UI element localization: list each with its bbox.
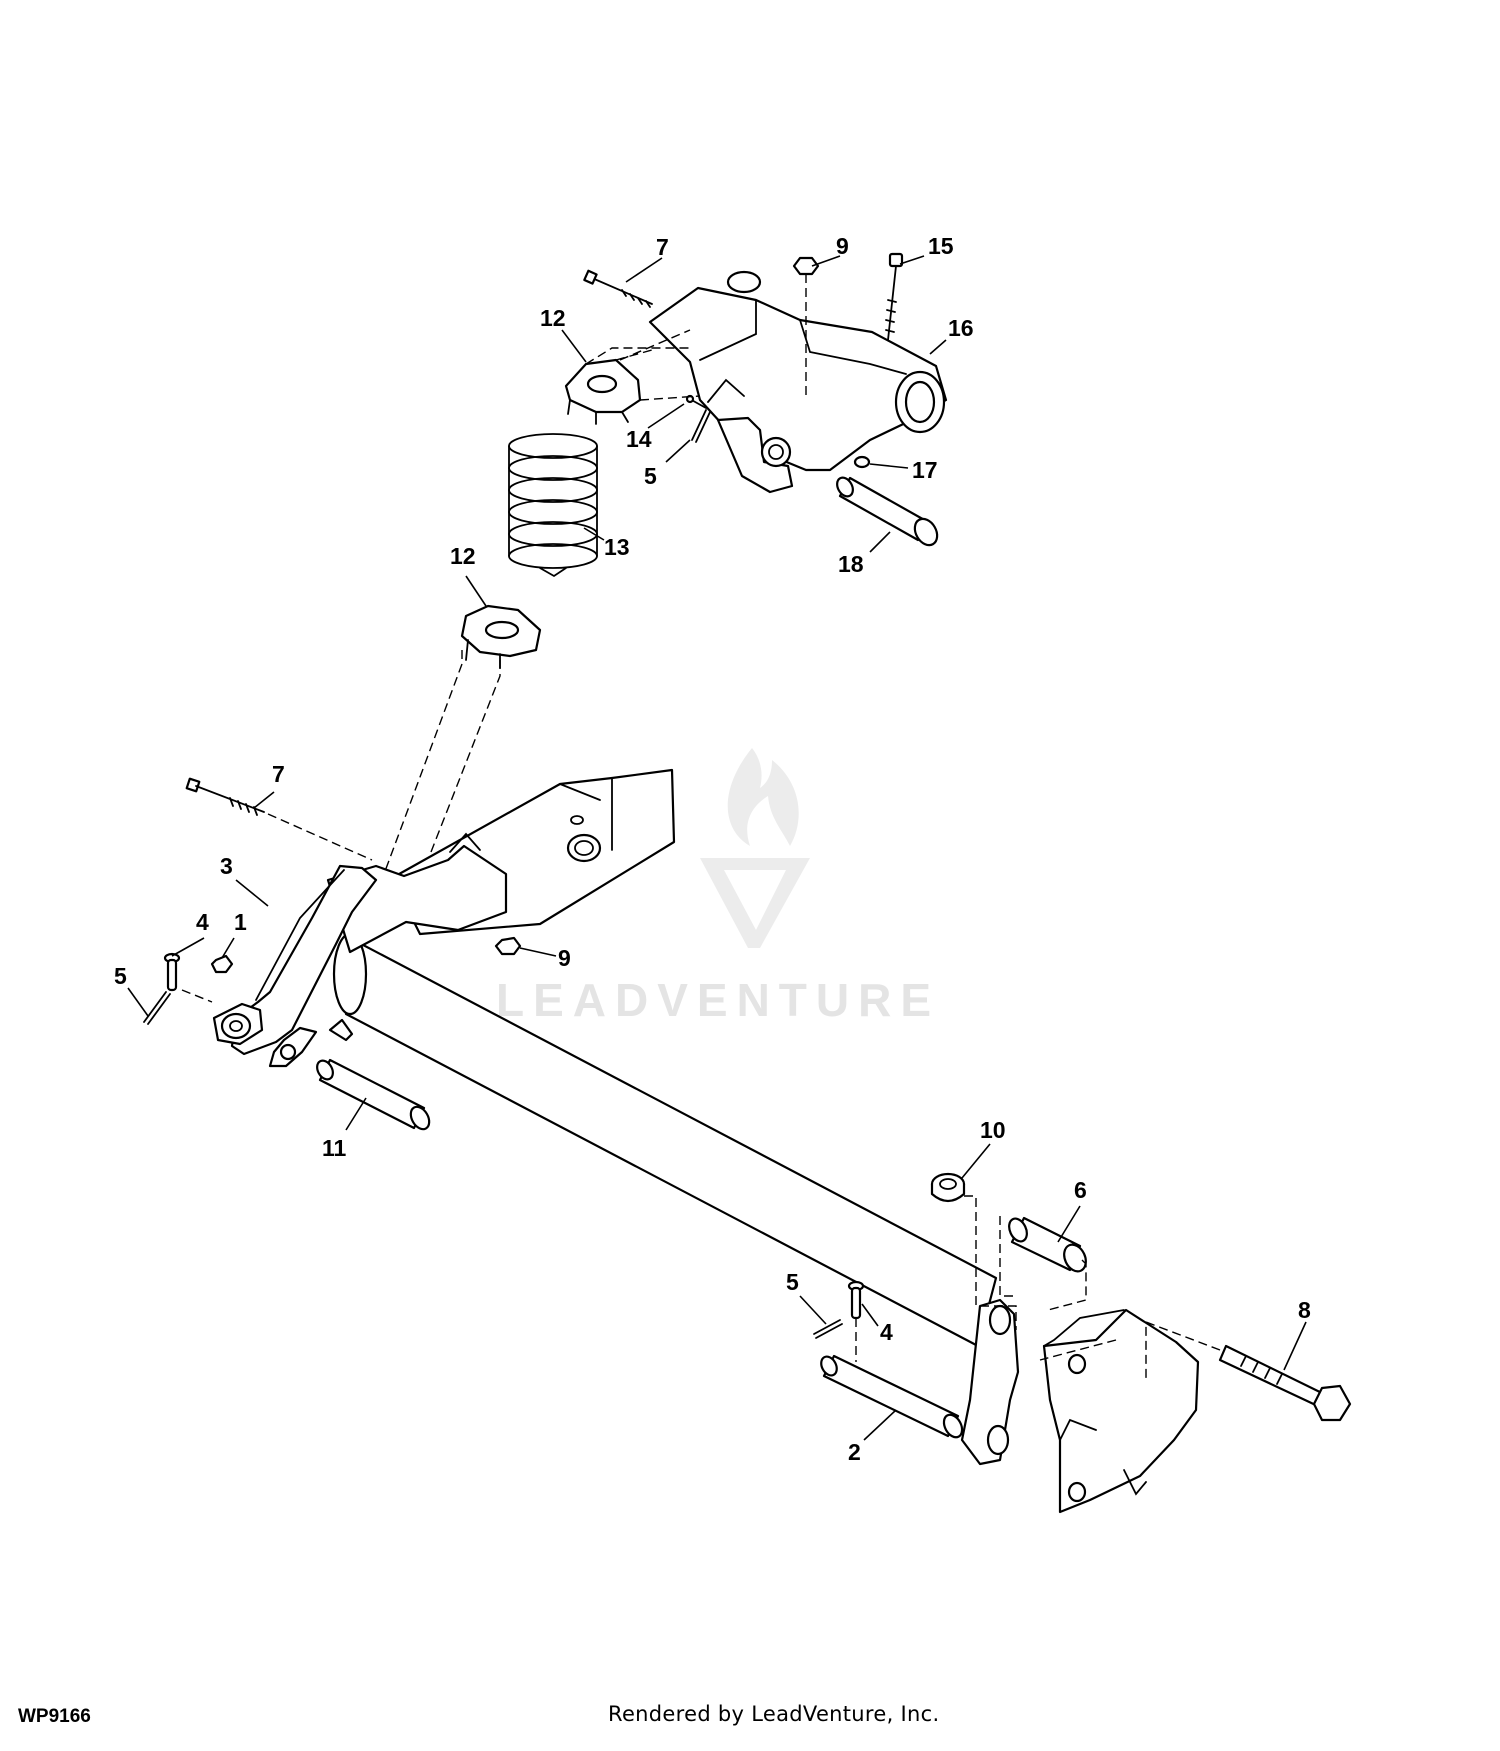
bushing-10 xyxy=(930,1172,966,1203)
callout-14: 14 xyxy=(626,426,652,452)
cotter-pin-5-right xyxy=(813,1319,843,1339)
pin-11 xyxy=(316,1058,431,1131)
callout-4-right: 4 xyxy=(880,1319,893,1345)
callout-12-top: 12 xyxy=(540,305,566,331)
pin-2 xyxy=(820,1354,964,1439)
bolt-15 xyxy=(885,252,904,341)
bolt-7-top xyxy=(583,269,653,308)
callout-labels: 7 9 15 16 12 14 5 17 13 18 12 7 3 4 1 5 … xyxy=(114,233,1311,1465)
spring-seat-alignment-lines xyxy=(383,650,501,881)
bolt-8-path xyxy=(1039,1320,1221,1380)
v-logo-icon xyxy=(700,858,810,948)
callout-7-left: 7 xyxy=(272,761,285,787)
render-credit: Rendered by LeadVenture, Inc. xyxy=(608,1702,940,1726)
spring-seat-12-top xyxy=(564,329,701,425)
nut-9-top xyxy=(792,256,820,276)
spacer-6-path xyxy=(999,1216,1087,1311)
leadventure-watermark: LEADVENTURE xyxy=(496,748,940,1026)
pin-18 xyxy=(836,476,939,547)
bolt-7-left xyxy=(185,777,265,816)
spring-seat-12-mid xyxy=(460,604,542,669)
callout-11: 11 xyxy=(322,1135,347,1161)
callout-9-top: 9 xyxy=(836,233,849,259)
figure-code: WP9166 xyxy=(18,1706,91,1727)
callout-8: 8 xyxy=(1298,1297,1311,1323)
callout-5-left: 5 xyxy=(114,963,127,989)
callout-17: 17 xyxy=(912,457,938,483)
callout-1: 1 xyxy=(234,909,247,935)
callout-12-mid: 12 xyxy=(450,543,476,569)
callout-10: 10 xyxy=(980,1117,1006,1143)
callout-16: 16 xyxy=(948,315,974,341)
callout-6: 6 xyxy=(1074,1177,1087,1203)
callout-15: 15 xyxy=(928,233,954,259)
nut-1 xyxy=(210,954,234,974)
bolt-7-left-path xyxy=(267,813,373,861)
bushing-1 xyxy=(212,1002,264,1046)
pivot-housing-16 xyxy=(648,270,948,494)
top-pivot-assembly xyxy=(508,252,948,578)
callout-leaders xyxy=(127,255,1307,1441)
pin-4-left-path xyxy=(181,989,213,1003)
bushing-10-path xyxy=(964,1195,1017,1330)
flame-icon xyxy=(727,748,799,846)
callout-5-top: 5 xyxy=(644,463,657,489)
callout-18: 18 xyxy=(838,551,864,577)
coil-spring-13 xyxy=(508,433,598,578)
callout-9-mid: 9 xyxy=(558,945,571,971)
watermark-text: LEADVENTURE xyxy=(496,974,940,1026)
bolt-8 xyxy=(1218,1344,1352,1422)
cotter-pin-5-top xyxy=(691,409,711,443)
callout-5-right: 5 xyxy=(786,1269,799,1295)
callout-2: 2 xyxy=(848,1439,861,1465)
nut-9-mid xyxy=(494,936,522,956)
rear-frame-assembly xyxy=(210,768,1200,1514)
callout-4-left: 4 xyxy=(196,909,209,935)
washer-17 xyxy=(853,455,871,469)
clevis-pin-4-left xyxy=(163,952,181,992)
spacer-6 xyxy=(1008,1216,1087,1273)
callout-13: 13 xyxy=(604,534,630,560)
cotter-pin-5-left xyxy=(143,991,171,1025)
clevis-pin-4-right xyxy=(847,1280,865,1320)
callout-7-top: 7 xyxy=(656,234,669,260)
callout-3: 3 xyxy=(220,853,233,879)
